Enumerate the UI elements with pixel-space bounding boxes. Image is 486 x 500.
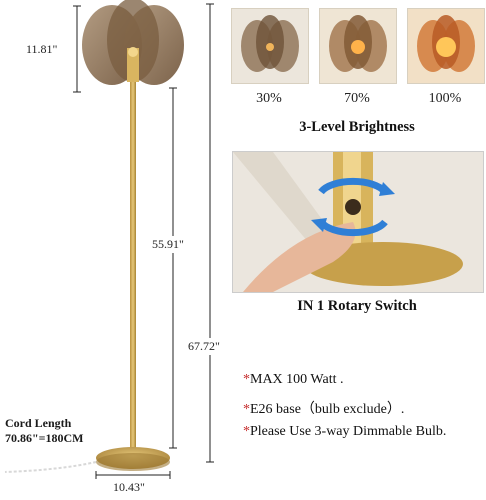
- base-width-label: 10.43": [113, 480, 145, 494]
- floor-lamp-graphic: [4, 0, 214, 479]
- brightness-heading: 3-Level Brightness: [299, 119, 415, 135]
- pole-height-label: 55.91": [152, 236, 184, 253]
- bulb-socket: [127, 48, 139, 82]
- feature-item: *E26 base（bulb exclude）.: [243, 398, 404, 418]
- brightness-label-70: 70%: [344, 91, 370, 106]
- feature-star: *: [243, 372, 250, 387]
- feature-item: *MAX 100 Watt .: [243, 372, 344, 388]
- cord-length-block: Cord Length 70.86"=180CM: [5, 416, 84, 446]
- feature-text: Please Use 3-way Dimmable Bulb.: [250, 424, 447, 439]
- brightness-label-100: 100%: [428, 91, 462, 106]
- rotary-knob: [345, 199, 361, 215]
- feature-star: *: [243, 402, 250, 417]
- brightness-thumb-100: [407, 8, 485, 84]
- brightness-thumb-30: [231, 8, 309, 84]
- brightness-thumb-70: [319, 8, 397, 84]
- hand-shape: [243, 222, 356, 292]
- shade-center-panel: [107, 0, 159, 82]
- feature-star: *: [243, 424, 250, 439]
- total-height-label: 67.72": [188, 338, 220, 355]
- rotate-arrow-top: [318, 177, 388, 195]
- lamp-pole: [130, 82, 136, 454]
- rotate-arrow-bottom: [318, 219, 388, 237]
- feature-text: MAX 100 Watt .: [250, 372, 344, 387]
- rotary-switch-photo: [232, 151, 484, 293]
- lamp-illustration: [0, 0, 230, 495]
- cord-length-value: 70.86"=180CM: [5, 431, 84, 445]
- shade-height-label: 11.81": [26, 42, 58, 57]
- feature-text: E26 base（bulb exclude）.: [250, 402, 405, 417]
- brightness-label-30: 30%: [256, 91, 282, 106]
- cord-length-title: Cord Length: [5, 416, 72, 430]
- feature-item: *Please Use 3-way Dimmable Bulb.: [243, 424, 446, 440]
- power-cord: [4, 461, 97, 473]
- switch-heading: IN 1 Rotary Switch: [297, 298, 417, 314]
